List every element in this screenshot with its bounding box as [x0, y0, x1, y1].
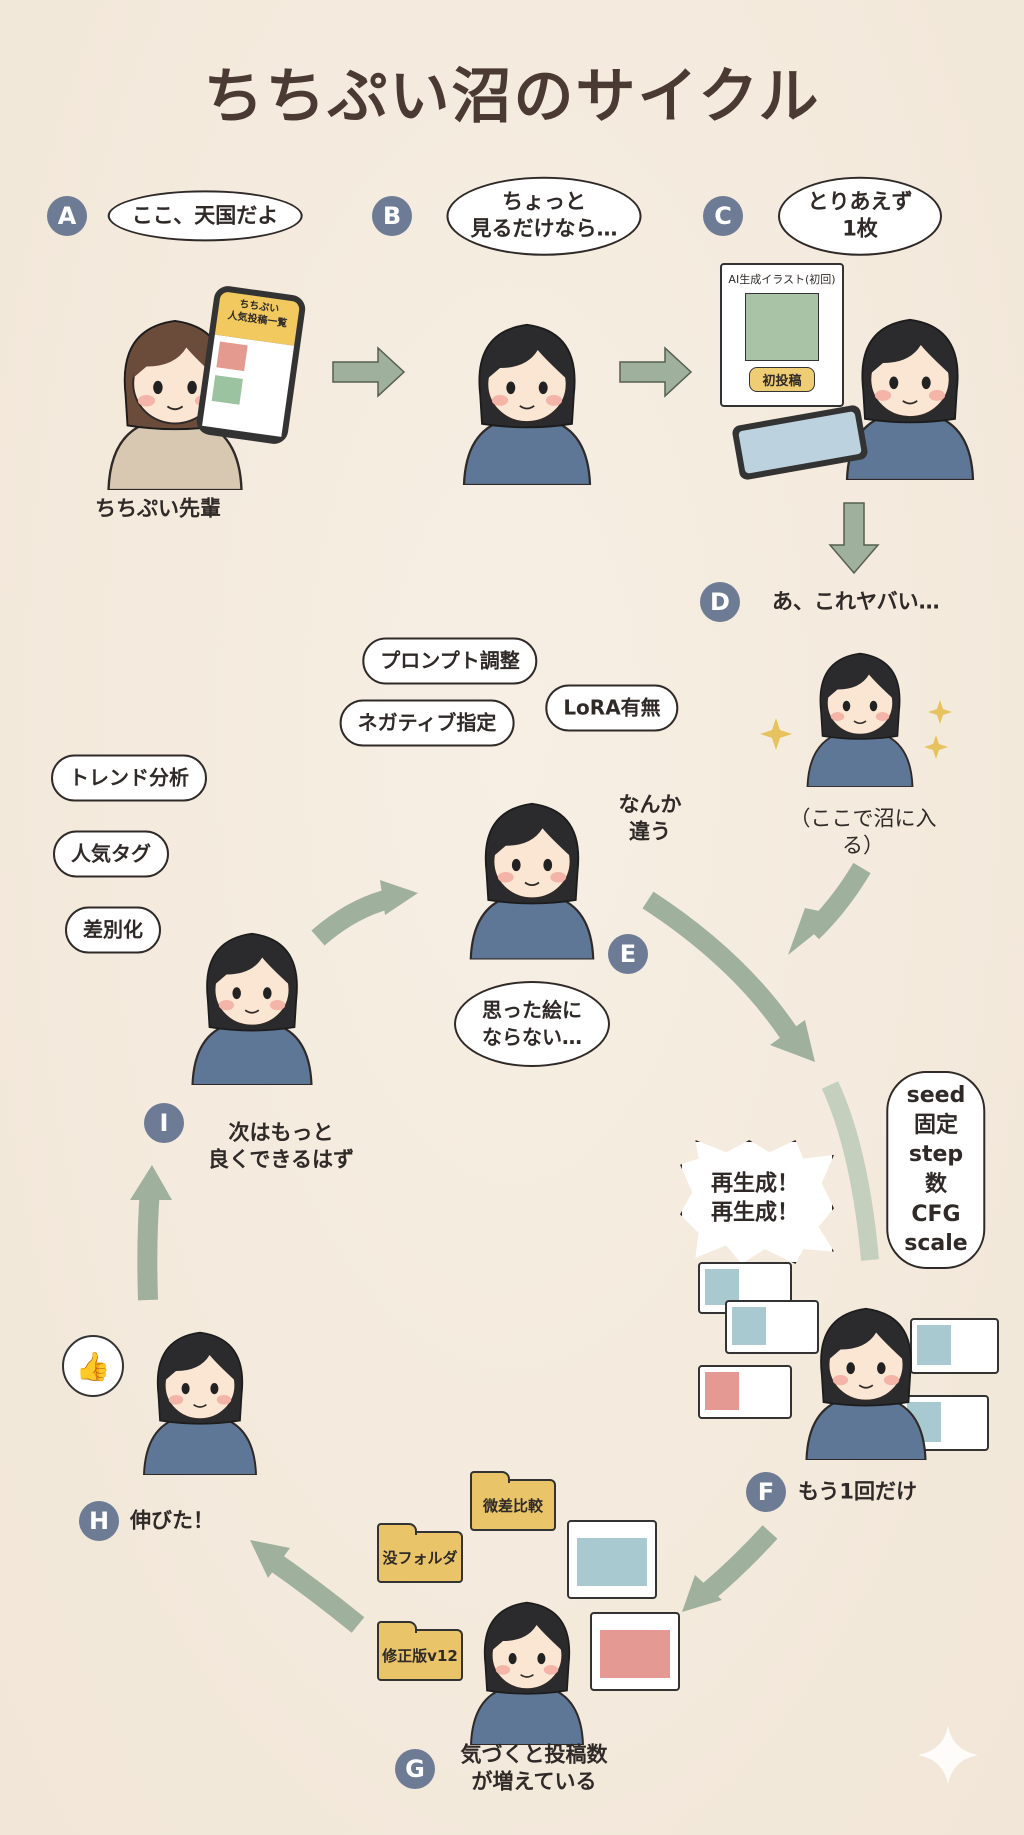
shout-f: 再生成！ 再生成！ — [710, 1171, 800, 1225]
step-badge-i: I — [144, 1103, 184, 1143]
note-d: （ここで沼に入る） — [789, 806, 937, 858]
sparkle-icon — [928, 700, 952, 724]
arrow-a-to-b — [332, 346, 406, 398]
caption-d: あ、これヤバい… — [772, 589, 940, 614]
thought-i-2: 人気タグ — [53, 830, 169, 878]
sparkle-icon — [760, 718, 792, 750]
speech-bubble-e: 思った絵に ならない… — [454, 981, 610, 1067]
step-badge-b: B — [372, 196, 412, 236]
thought-e-3: LoRA有無 — [545, 684, 679, 732]
step-badge-h: H — [79, 1501, 119, 1541]
ai-illustration-card: AI生成イラスト(初回) 初投稿 — [720, 263, 844, 407]
generated-image-card — [698, 1262, 792, 1314]
arrow-c-to-d — [828, 502, 880, 575]
decorative-swoosh — [821, 1081, 879, 1261]
protagonist-panicking — [781, 1290, 951, 1460]
arrow-h-to-i — [137, 1189, 160, 1301]
folder-compare: 微差比較 — [470, 1471, 556, 1531]
thought-e-1: プロンプト調整 — [362, 637, 538, 685]
folder-rejected: 没フォルダ — [377, 1523, 463, 1583]
generated-image-card — [910, 1318, 999, 1374]
portrait-image — [745, 293, 819, 361]
arrowhead-g-h — [250, 1540, 290, 1578]
first-post-button: 初投稿 — [749, 367, 815, 392]
arrow-i-to-e — [311, 890, 388, 946]
speech-bubble-a: ここ、天国だよ — [107, 190, 303, 242]
thought-i-3: 差別化 — [65, 906, 161, 954]
folder-revision: 修正版v12 — [377, 1621, 463, 1681]
browser-window — [590, 1612, 680, 1691]
arrowhead-e-f — [770, 1020, 815, 1062]
caption-f: もう1回だけ — [798, 1479, 917, 1504]
step-badge-e: E — [608, 934, 648, 974]
protagonist-waving — [437, 305, 617, 485]
generated-image-card — [698, 1365, 792, 1419]
protagonist-excited — [785, 637, 935, 787]
thought-i-1: トレンド分析 — [51, 754, 207, 802]
generated-image-card — [725, 1300, 819, 1354]
arrow-b-to-c — [619, 346, 693, 398]
browser-window — [567, 1520, 657, 1599]
caption-g: 気づくと投稿数 が増えている — [460, 1742, 608, 1794]
step-badge-f: F — [746, 1472, 786, 1512]
arrow-e-to-f — [642, 891, 799, 1041]
shout-bubble-f — [680, 1140, 834, 1264]
arrowhead-d-e — [788, 908, 838, 955]
caption-h: 伸びた！ — [130, 1508, 214, 1533]
caption-a: ちちぷい先輩 — [95, 496, 221, 521]
arrowhead-h-i — [130, 1165, 172, 1200]
speech-bubble-c: とりあえず1枚 — [778, 176, 942, 256]
sparkle-icon — [918, 1725, 978, 1785]
protagonist-tablet — [447, 1585, 607, 1745]
mutter-e: なんか 違う — [618, 792, 682, 844]
speech-bubble-b: ちょっと 見るだけなら… — [446, 176, 642, 256]
arrowhead-i-e — [380, 880, 418, 915]
thought-f: seed固定 step数 CFG scale — [886, 1070, 986, 1270]
arrowhead-f-g — [682, 1575, 722, 1612]
page-title: ちちぷい沼のサイクル — [203, 62, 821, 132]
protagonist-happy — [120, 1315, 280, 1475]
arrow-g-to-h — [266, 1551, 365, 1633]
sparkle-icon — [924, 735, 948, 759]
protagonist-thinking — [167, 915, 337, 1085]
step-badge-d: D — [700, 582, 740, 622]
step-badge-g: G — [395, 1749, 435, 1789]
step-badge-a: A — [47, 196, 87, 236]
caption-i: 次はもっと 良くできるはず — [208, 1120, 354, 1172]
thought-e-2: ネガティブ指定 — [339, 699, 515, 747]
card-title: AI生成イラスト(初回) — [728, 273, 836, 286]
protagonist-frustrated — [445, 785, 620, 960]
thumbs-up-icon: 👍 — [62, 1335, 124, 1397]
step-badge-c: C — [703, 196, 743, 236]
arrow-f-to-g — [701, 1525, 778, 1600]
